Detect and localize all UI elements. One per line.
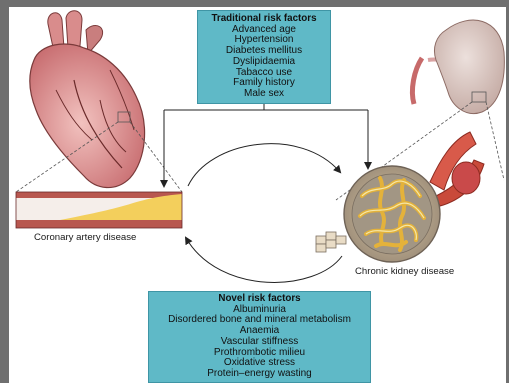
- cycle-arrows: [186, 144, 342, 283]
- chronic-kidney-disease-label: Chronic kidney disease: [355, 266, 454, 277]
- risk-factor-item: Male sex: [198, 89, 330, 100]
- heart-illustration: [30, 11, 145, 188]
- artery-section: [16, 192, 182, 228]
- coronary-artery-disease-label: Coronary artery disease: [34, 232, 136, 243]
- risk-factor-item: Dyslipidaemia: [198, 57, 330, 68]
- glomerulus-illustration: [316, 132, 484, 262]
- kidney-illustration: [412, 20, 504, 114]
- risk-factor-item: Vascular stiffness: [149, 337, 370, 348]
- traditional-arrows: [164, 104, 368, 186]
- traditional-risk-factors-box: Traditional risk factors Advanced age Hy…: [197, 10, 331, 104]
- risk-factor-item: Protein–energy wasting: [149, 369, 370, 380]
- novel-risk-factors-box: Novel risk factors Albuminuria Disordere…: [148, 291, 371, 383]
